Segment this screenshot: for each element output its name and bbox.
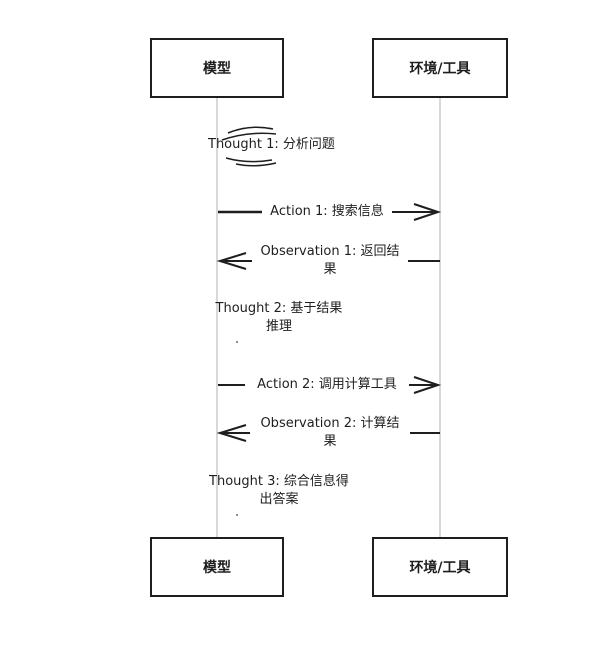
thought-3-text-line2: 出答案 — [259, 492, 299, 507]
action-2-label: Action 2: 调用计算工具 — [245, 376, 409, 394]
participant-model-top: 模型 — [150, 38, 284, 98]
observation-2-label: Observation 2: 计算结 果 — [250, 415, 410, 451]
scribble-mark — [221, 126, 277, 167]
thought-3-label: Thought 3: 综合信息得 出答案 — [194, 473, 364, 509]
participant-model-label: 模型 — [203, 560, 231, 576]
thought-1-label: Thought 1: 分析问题 — [208, 136, 354, 154]
thought-3-text-line1: Thought 3: 综合信息得 — [209, 474, 349, 489]
participant-model-label: 模型 — [203, 61, 231, 77]
observation-1-text-line1: Observation 1: 返回结 — [260, 244, 400, 259]
observation1-arrowhead — [216, 252, 247, 270]
action-1-label: Action 1: 搜索信息 — [262, 203, 392, 221]
observation2-arrowhead — [216, 424, 247, 442]
thought-2-text-line2: 推理 — [265, 319, 292, 334]
thought-1-text: Thought 1: 分析问题 — [208, 137, 335, 152]
participant-env-bottom: 环境/工具 — [372, 537, 508, 597]
observation-1-text-line2: 果 — [323, 262, 337, 277]
action2-arrowhead — [413, 376, 442, 394]
observation-2-text-line1: Observation 2: 计算结 — [260, 416, 400, 431]
participant-env-label: 环境/工具 — [409, 560, 471, 576]
participant-env-top: 环境/工具 — [372, 38, 508, 98]
action-1-text: Action 1: 搜索信息 — [270, 204, 384, 219]
action1-arrowhead — [413, 203, 442, 221]
thought-2-label: Thought 2: 基于结果 推理 — [202, 300, 356, 336]
observation-2-text-line2: 果 — [323, 434, 337, 449]
action-2-text: Action 2: 调用计算工具 — [257, 377, 397, 392]
participant-model-bottom: 模型 — [150, 537, 284, 597]
participant-env-label: 环境/工具 — [409, 61, 471, 77]
thought-2-text-line1: Thought 2: 基于结果 — [215, 301, 343, 316]
observation-1-label: Observation 1: 返回结 果 — [252, 243, 408, 279]
